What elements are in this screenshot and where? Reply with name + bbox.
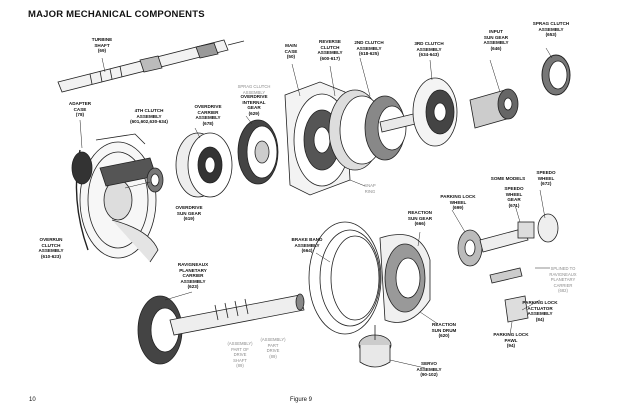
servo-drawing (358, 325, 392, 368)
label-second-clutch: 2ND CLUTCH ASSEMBLY (618-625) (354, 40, 384, 57)
label-overdrive-carrier: OVERDRIVE CARRIER ASSEMBLY (678) (194, 104, 222, 126)
label-servo: SERVO ASSEMBLY (90-102) (416, 361, 442, 378)
overdrive-internal-gear-drawing (237, 119, 279, 185)
label-overdrive-sun-gear: OVERDRIVE SUN GEAR (619) (175, 205, 203, 222)
label-parking-lock-wheel: PARKING LOCK WHEEL (699) (440, 194, 476, 211)
label-reaction-sun-gear: REACTION SUN GEAR (666) (407, 210, 433, 227)
label-brake-band: BRAKE BAND ASSEMBLY (664) (291, 237, 323, 254)
label-overdrive-internal-gear: OVERDRIVE INTERNAL GEAR (629) (240, 94, 268, 116)
parking-lock-parts-drawing (457, 213, 559, 323)
label-sprag-clutch-top: SPRAG CLUTCH ASSEMBLY (653) (532, 21, 570, 38)
label-input-sun-gear: INPUT SUN GEAR ASSEMBLY (646) (483, 29, 509, 51)
clutch-drums-drawing (328, 77, 458, 171)
input-sun-gear-drawing (469, 88, 519, 129)
label-speedo-wheel-gear: SPEEDO WHEEL GEAR (671) (504, 186, 524, 208)
ravigneaux-carrier-drawing (137, 293, 305, 365)
label-ravigneaux-carrier: RAVIGNEAUX PLANETARY CARRIER ASSEMBLY (6… (177, 262, 209, 290)
label-reaction-sun-drum: REACTION SUN DRUM (620) (431, 322, 457, 339)
overdrive-carrier-drawing (175, 132, 233, 198)
brake-band-drawing (308, 221, 382, 335)
turbine-shaft-drawing (57, 39, 245, 93)
label-turbine-shaft: TURBINE SHAFT (69) (91, 37, 113, 54)
label-fourth-clutch: 4TH CLUTCH ASSEMBLY (601,602,630-634) (130, 108, 168, 125)
label-speedo-wheel: SPEEDO WHEEL (672) (536, 170, 556, 187)
adapter-case-drawing (71, 133, 159, 263)
label-reverse-clutch: REVERSE CLUTCH ASSEMBLY (600-617) (317, 39, 343, 61)
page-title: MAJOR MECHANICAL COMPONENTS (28, 9, 205, 20)
label-parking-lock-actuator: PARKING LOCK ACTUATOR ASSEMBLY (84) (522, 300, 558, 322)
label-some-models: SOME MODELS (490, 176, 526, 181)
label-snap-ring: SNAP RING (364, 183, 376, 194)
label-main-case: MAIN CASE (50) (284, 43, 298, 60)
label-overrun-clutch: OVERRUN CLUTCH ASSEMBLY (610-623) (38, 237, 64, 259)
leader-lines (79, 47, 553, 369)
page-number: 10 (29, 397, 36, 403)
fourth-clutch-ring-drawing (146, 167, 164, 193)
label-sprag-clutch-overdrive: SPRAG CLUTCH ASSEMBLY (237, 84, 271, 95)
label-third-clutch: 3RD CLUTCH ASSEMBLY (634-643) (414, 41, 444, 58)
reaction-sun-drum-drawing (379, 234, 431, 323)
label-adapter-case: ADAPTER CASE (78) (68, 101, 92, 118)
label-washer-b: (ASSEMBLY) PART DRIVE (89) (260, 337, 286, 359)
sprag-clutch-ring-drawing (541, 54, 571, 96)
label-splined-ravigneaux: SPLINED TO RAVIGNEAUX PLANETARY CARRIER … (549, 266, 577, 294)
figure-caption: Figure 9 (290, 397, 313, 403)
label-washer-a: (ASSEMBLY) PART OF DRIVE SHAFT (89) (227, 341, 253, 369)
label-parking-lock-pawl: PARKING LOCK PAWL (94) (493, 332, 529, 349)
